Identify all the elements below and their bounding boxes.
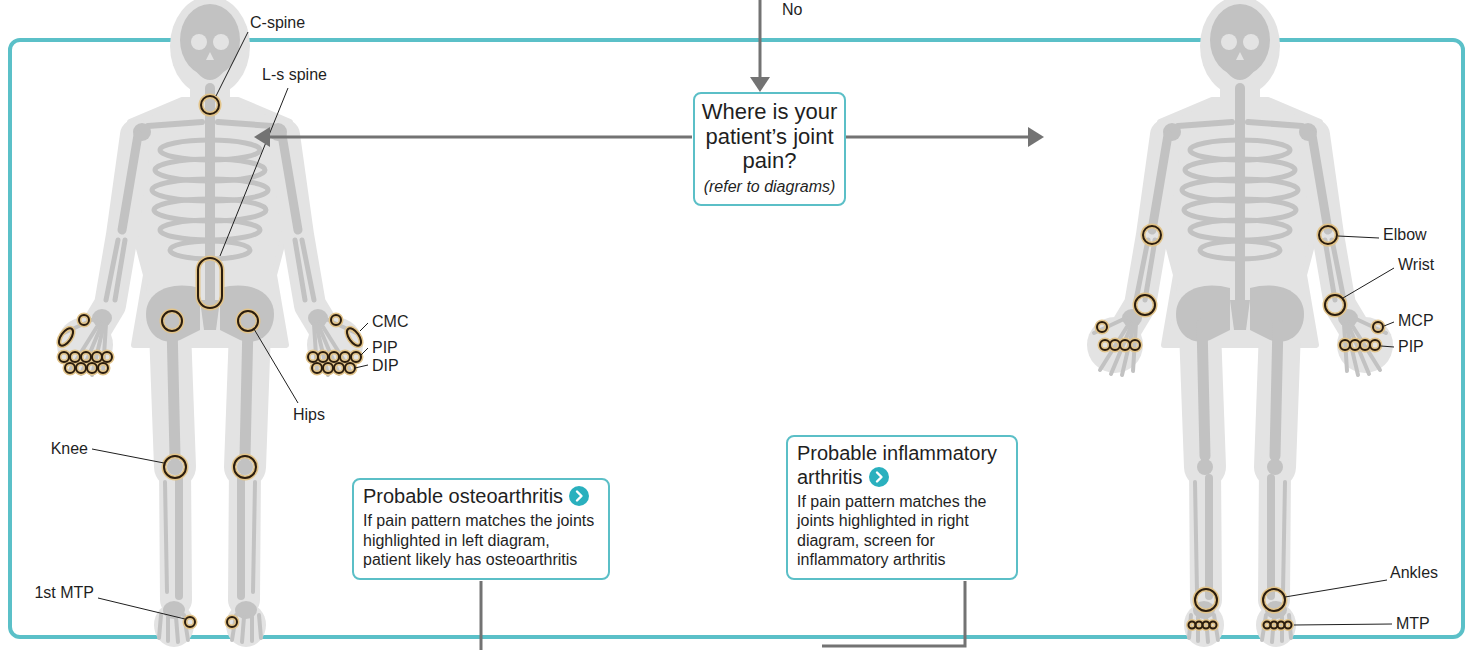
joint-label: Ankles bbox=[1390, 564, 1438, 582]
leader-line bbox=[1338, 236, 1379, 238]
chevron-icon bbox=[869, 467, 889, 487]
arrow-head bbox=[1028, 127, 1044, 147]
body-block: (refer to diagrams) bbox=[700, 177, 839, 197]
leader-line bbox=[98, 598, 185, 619]
flow-arrow bbox=[268, 136, 692, 139]
heading-block: Probable inflammatory arthritis bbox=[797, 441, 1007, 489]
leader-line bbox=[216, 32, 248, 96]
leader-line bbox=[1285, 580, 1387, 597]
joint-label: C-spine bbox=[250, 14, 305, 32]
leader-line bbox=[355, 365, 368, 368]
flow-arrows bbox=[254, 0, 1044, 650]
chevron-icon bbox=[869, 467, 889, 487]
joint-glow bbox=[56, 96, 364, 627]
leader-line bbox=[254, 329, 298, 403]
flow-line bbox=[822, 581, 965, 646]
chevron-icon bbox=[569, 486, 589, 506]
joint-marker bbox=[1097, 226, 1383, 629]
leader-line bbox=[1294, 624, 1392, 625]
joint-label: MTP bbox=[1396, 615, 1430, 633]
joint-label: DIP bbox=[372, 357, 399, 375]
result-box: Probable inflammatory arthritis If pain p… bbox=[786, 435, 1018, 580]
joint-label: Wrist bbox=[1398, 256, 1434, 274]
chevron-icon bbox=[569, 486, 589, 506]
joint-label: Hips bbox=[293, 406, 325, 424]
joint-label: CMC bbox=[372, 313, 408, 331]
arrow-head bbox=[254, 127, 270, 147]
heading-text: Probable osteoarthritis bbox=[363, 485, 563, 507]
leader-line bbox=[92, 449, 164, 463]
joint-label: Knee bbox=[51, 440, 88, 458]
heading-text: Probable inflammatory arthritis bbox=[797, 442, 997, 488]
joint-glow bbox=[1097, 226, 1383, 629]
result-box: Probable osteoarthritis If pain pattern m… bbox=[352, 478, 610, 580]
flow-arrow bbox=[759, 0, 762, 78]
branch-label: No bbox=[782, 1, 802, 19]
heading-block: Where is your patient’s joint pain? bbox=[700, 100, 839, 174]
skeleton-figure bbox=[57, 0, 363, 647]
leader-line bbox=[220, 88, 288, 256]
heading-block: Probable osteoarthritis bbox=[363, 484, 599, 508]
leader-lines bbox=[92, 32, 1394, 625]
body-block: If pain pattern matches the joints highl… bbox=[363, 511, 599, 570]
leader-line bbox=[361, 348, 368, 355]
joint-label: PIP bbox=[1398, 338, 1424, 356]
leader-line bbox=[1384, 322, 1394, 326]
heading-text: Where is your patient’s joint pain? bbox=[702, 99, 838, 173]
flow-arrow bbox=[846, 136, 1030, 139]
question-box: Where is your patient’s joint pain? (refe… bbox=[693, 92, 846, 206]
body-text: If pain pattern matches the joints highl… bbox=[363, 512, 594, 568]
skeleton-figure bbox=[1087, 0, 1393, 647]
leader-line bbox=[360, 323, 368, 331]
leader-line bbox=[1381, 346, 1394, 347]
arrow-head bbox=[750, 77, 770, 92]
body-text: (refer to diagrams) bbox=[704, 178, 836, 195]
joint-label: 1st MTP bbox=[34, 584, 94, 602]
flow-line bbox=[480, 581, 483, 650]
joint-label: Elbow bbox=[1383, 226, 1427, 244]
joint-label: PIP bbox=[372, 339, 398, 357]
body-text: If pain pattern matches the joints highl… bbox=[797, 493, 986, 569]
leader-line bbox=[1343, 268, 1394, 298]
joint-label: MCP bbox=[1398, 312, 1434, 330]
body-block: If pain pattern matches the joints highl… bbox=[797, 492, 1007, 570]
joint-label: L-s spine bbox=[262, 66, 327, 84]
joint-marker bbox=[56, 96, 364, 627]
